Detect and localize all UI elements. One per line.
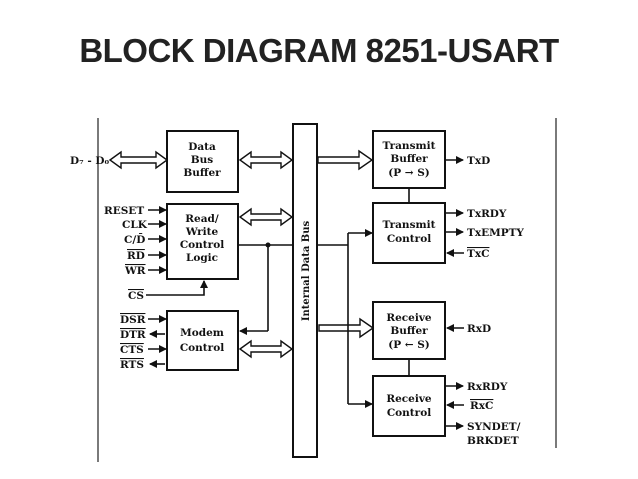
right-signal-outputs: TxD TxRDY TxEMPTY TxC RxD RxRDY RxC SYND… (445, 155, 524, 447)
rw-to-internal-bus-arrow (238, 207, 294, 227)
dtr-label: DTR (120, 329, 146, 341)
transmit-buffer-line3: (P → S) (388, 167, 430, 179)
cs-line (146, 280, 208, 296)
txempty-label: TxEMPTY (467, 227, 524, 239)
rw-control-line1: Read/ (185, 213, 219, 225)
internal-data-bus (292, 123, 318, 458)
rw-control-line4: Logic (186, 252, 218, 264)
data-bus-buffer-line2: Bus (191, 154, 214, 166)
internal-bus-to-transmit-buffer-arrow (317, 149, 374, 171)
rxd-label: RxD (467, 323, 491, 335)
external-data-bus-arrow (108, 150, 169, 170)
receive-buffer-line2: Buffer (390, 325, 428, 337)
data-bus-buffer-block: Data Bus Buffer (166, 130, 239, 193)
buffer-to-internal-bus-arrow (238, 150, 294, 170)
data-bus-label: D₇ - D₀ (70, 155, 109, 167)
cs-label: CS (128, 290, 144, 302)
wr-label: WR (124, 265, 146, 277)
syndet-label-line1: SYNDET/ (467, 421, 521, 433)
modem-control-line2: Control (180, 342, 224, 354)
receive-control-block: Receive Control (372, 375, 446, 437)
cd-label: C/D̄ (124, 232, 145, 246)
rts-label: RTS (120, 359, 144, 371)
rw-control-line2: Write (185, 226, 219, 238)
syndet-label-line2: BRKDET (467, 435, 519, 447)
txrdy-label: TxRDY (467, 208, 507, 220)
rd-label: RD (127, 250, 145, 262)
rxc-label: RxC (470, 400, 493, 412)
transmit-buffer-line1: Transmit (383, 140, 436, 152)
txc-label: TxC (467, 248, 489, 260)
data-bus-buffer-line1: Data (188, 141, 216, 153)
reset-label: RESET (104, 205, 144, 217)
receive-buffer-to-internal-bus-arrow (318, 317, 375, 339)
modem-to-internal-bus-arrow (238, 339, 294, 359)
rxrdy-label: RxRDY (467, 381, 508, 393)
dsr-label: DSR (120, 314, 146, 326)
txd-label: TxD (467, 155, 490, 167)
receive-control-line2: Control (387, 407, 431, 419)
receive-control-line1: Receive (386, 393, 432, 405)
modem-control-block: Modem Control (166, 310, 239, 371)
receive-buffer-line1: Receive (386, 312, 432, 324)
left-signal-inputs: D₇ - D₀ RESET CLK C/D̄ RD WR CS DSR DTR … (70, 155, 208, 371)
internal-data-bus-label: Internal Data Bus (301, 220, 312, 321)
rw-control-line3: Control (180, 239, 224, 251)
slide-title: BLOCK DIAGRAM 8251-USART (79, 32, 559, 69)
transmit-buffer-block: Transmit Buffer (P → S) (372, 130, 446, 189)
transmit-control-block: Transmit Control (372, 202, 446, 264)
receive-buffer-line3: (P ← S) (388, 339, 430, 351)
modem-control-line1: Modem (180, 327, 224, 339)
receive-buffer-block: Receive Buffer (P ← S) (372, 301, 446, 360)
transmit-control-line1: Transmit (383, 219, 436, 231)
transmit-control-line2: Control (387, 233, 431, 245)
transmit-buffer-line2: Buffer (390, 153, 428, 165)
cts-label: CTS (120, 344, 144, 356)
rw-control-logic-block: Read/ Write Control Logic (166, 203, 239, 280)
clk-label: CLK (122, 219, 148, 231)
data-bus-buffer-line3: Buffer (183, 167, 221, 179)
